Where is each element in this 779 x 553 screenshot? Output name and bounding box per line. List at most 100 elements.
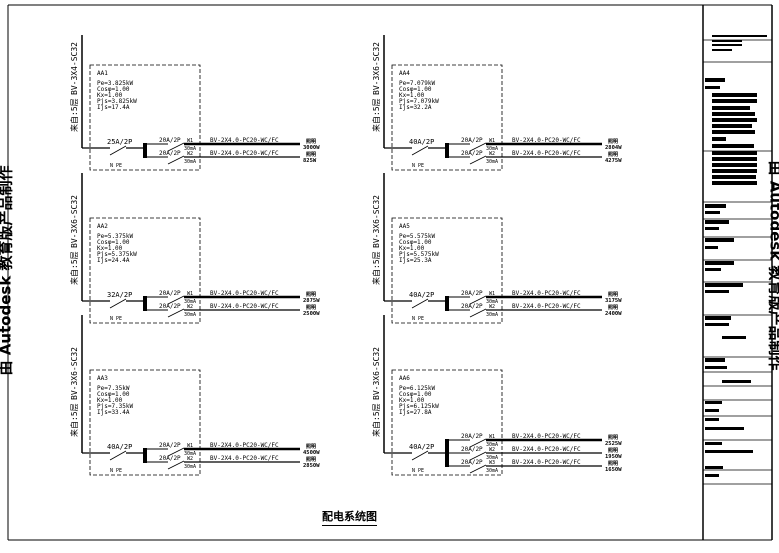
watermark-right: 由 Autodesk 教育版产品制作	[766, 161, 779, 371]
circuit-id: W2	[489, 151, 495, 157]
load-type-label: 照明	[306, 151, 316, 158]
title-block-field	[705, 283, 743, 287]
panel-param: Kx=1.00	[399, 397, 425, 404]
circuit-id: W1	[187, 443, 193, 449]
circuit-cable-label: BV-2X4.0-PC20-WC/FC	[210, 150, 279, 157]
title-block-field	[705, 204, 726, 208]
circuit-cable-label: BV-2X4.0-PC20-WC/FC	[210, 442, 279, 449]
title-block-field	[722, 336, 746, 339]
main-breaker-symbol	[411, 450, 429, 461]
branch-breaker-symbol	[167, 308, 185, 318]
load-type-label: 照明	[306, 138, 316, 145]
load-type-label: 照明	[608, 304, 618, 311]
load-type-label: 照明	[608, 447, 618, 454]
title-block-field	[712, 40, 742, 42]
panel-box	[391, 64, 503, 171]
circuit-cable-label: BV-2X4.0-PC20-WC/FC	[512, 459, 581, 466]
panel-param: Kx=1.00	[97, 397, 123, 404]
panel-param: Cosφ=1.00	[399, 391, 432, 398]
load-power-label: 2500W	[303, 311, 320, 317]
branch-breaker-label: 20A/2P	[159, 150, 181, 157]
panel-param: Pjs=7.35kW	[97, 403, 134, 410]
load-power-label: 2850W	[303, 463, 320, 469]
branch-breaker-label: 20A/2P	[461, 446, 483, 453]
branch-breaker-label: 20A/2P	[159, 442, 181, 449]
branch-breaker-symbol	[469, 155, 487, 165]
main-breaker-label: 40A/2P	[409, 138, 434, 146]
branch-breaker-label: 20A/2P	[159, 290, 181, 297]
panel-param: Cosφ=1.00	[97, 391, 130, 398]
panel-name: AA2	[97, 223, 108, 230]
feeder-cable-label: BV-3X6-SC32	[372, 195, 381, 248]
load-type-label: 照明	[608, 138, 618, 145]
branch-breaker-label: 20A/2P	[159, 303, 181, 310]
panel-box	[89, 217, 201, 324]
panel-param: Ijs=17.4A	[97, 104, 130, 111]
branch-breaker-label: 20A/2P	[461, 433, 483, 440]
load-power-label: 2804W	[605, 145, 622, 151]
circuit-id: W1	[187, 291, 193, 297]
panel-param: Kx=1.00	[399, 92, 425, 99]
main-breaker-label: 32A/2P	[107, 291, 132, 299]
branch-breaker-symbol	[469, 438, 487, 448]
rcd-label: 30mA	[486, 159, 498, 165]
circuit-id: W2	[187, 151, 193, 157]
panel-param: Ijs=27.8A	[399, 409, 432, 416]
rcd-label: 30mA	[486, 299, 498, 305]
feeder-cable-label: BV-3X6-SC32	[372, 347, 381, 400]
branch-breaker-symbol	[167, 460, 185, 470]
title-block-field	[705, 78, 725, 82]
load-type-label: 照明	[306, 291, 316, 298]
rcd-label: 30mA	[486, 455, 498, 461]
branch-breaker-symbol	[469, 295, 487, 305]
ground-label: N PE	[110, 163, 122, 169]
circuit-cable-label: BV-2X4.0-PC20-WC/FC	[210, 290, 279, 297]
circuit-cable-label: BV-2X4.0-PC20-WC/FC	[512, 150, 581, 157]
panel-box	[89, 369, 201, 476]
panel-param: Cosφ=1.00	[399, 239, 432, 246]
title-block-field	[712, 157, 757, 161]
title-block-field	[705, 290, 729, 293]
branch-breaker-label: 20A/2P	[159, 455, 181, 462]
branch-breaker-symbol	[469, 464, 487, 474]
title-block-field	[705, 86, 720, 89]
title-block-field	[712, 49, 732, 51]
main-breaker-symbol	[411, 298, 429, 309]
title-block-field	[705, 220, 729, 224]
title-block-field	[705, 261, 734, 265]
panel-name: AA4	[399, 70, 410, 77]
circuit-cable-label: BV-2X4.0-PC20-WC/FC	[210, 303, 279, 310]
branch-breaker-label: 20A/2P	[461, 459, 483, 466]
panel-param: Pjs=7.079kW	[399, 98, 439, 105]
branch-breaker-symbol	[167, 447, 185, 457]
panel-param: Pe=7.35kW	[97, 385, 130, 392]
busbar	[445, 143, 449, 158]
panel-param: Kx=1.00	[399, 245, 425, 252]
title-block-field	[712, 151, 757, 155]
panel-param: Pe=7.079kW	[399, 80, 436, 87]
busbar	[445, 296, 449, 311]
title-block-field	[705, 211, 720, 214]
title-block-field	[712, 99, 757, 103]
title-block-field	[705, 401, 722, 404]
busbar	[143, 448, 147, 463]
panel-param: Pjs=3.825kW	[97, 98, 137, 105]
title-block-field	[712, 181, 757, 185]
load-power-label: 1950W	[605, 454, 622, 460]
load-type-label: 照明	[306, 456, 316, 463]
panel-box	[391, 217, 503, 324]
title-block-field	[712, 137, 726, 141]
panel-param: Ijs=25.3A	[399, 257, 432, 264]
panel-param: Kx=1.00	[97, 245, 123, 252]
